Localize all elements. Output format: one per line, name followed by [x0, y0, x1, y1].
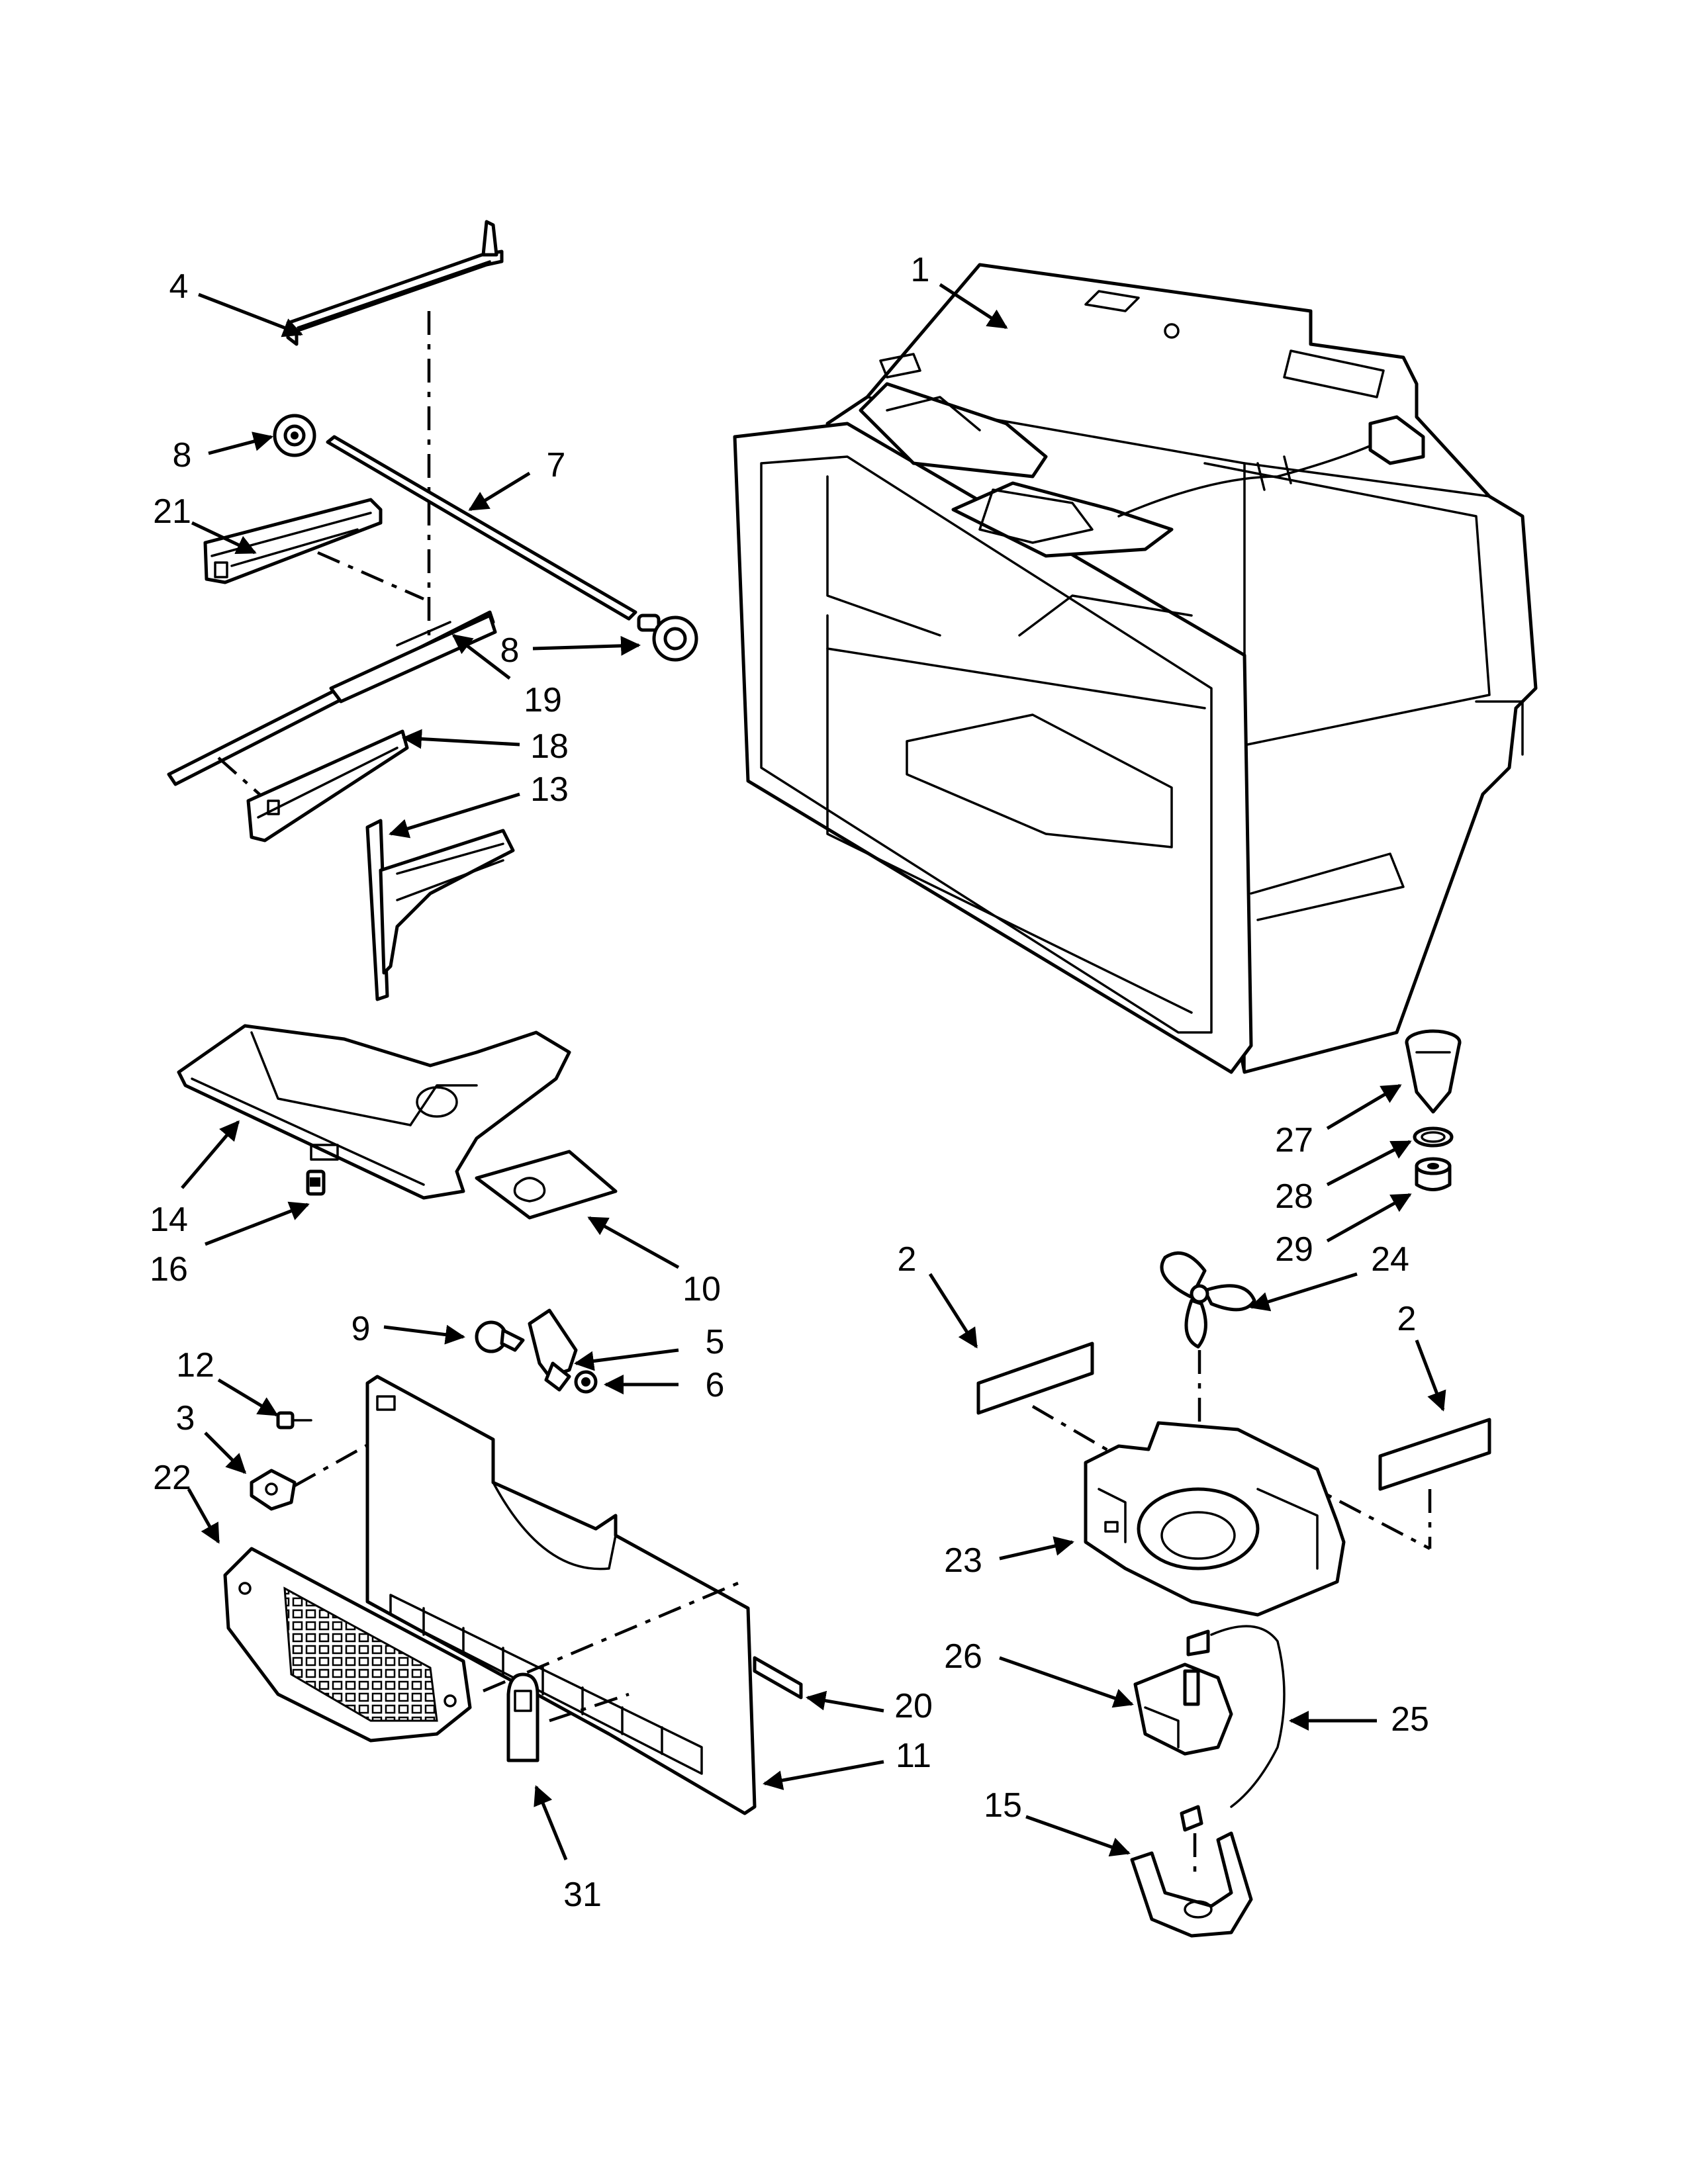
callout-6: 6 [706, 1366, 725, 1404]
part-8-gear-upper [273, 414, 316, 457]
callout-13: 13 [530, 770, 569, 809]
leader-7 [468, 471, 531, 512]
callout-5: 5 [706, 1323, 725, 1361]
leader-9 [383, 1324, 465, 1345]
callout-28: 28 [1275, 1177, 1313, 1216]
callout-7: 7 [547, 446, 566, 484]
callout-31: 31 [563, 1876, 602, 1914]
part-25-wire-harness [1180, 1625, 1286, 1832]
callout-26: 26 [944, 1637, 982, 1676]
callout-3: 3 [176, 1399, 195, 1437]
callout-16: 16 [150, 1250, 188, 1289]
leader-22 [187, 1488, 220, 1544]
callout-21: 21 [153, 492, 191, 531]
leader-23 [999, 1536, 1074, 1561]
part-15-motor-bracket [1130, 1831, 1253, 1938]
leader-2a [928, 1273, 978, 1349]
part-20-strip [753, 1656, 803, 1700]
part-2-pad-right [1296, 1418, 1491, 1550]
part-3-bracket [250, 1438, 379, 1511]
leader-31 [534, 1785, 568, 1860]
part-26-fan-motor [1133, 1629, 1233, 1756]
leader-20 [806, 1690, 884, 1713]
part-5-socket [528, 1308, 578, 1392]
leader-1 [939, 283, 1008, 330]
leader-12 [217, 1378, 279, 1417]
callout-29: 29 [1275, 1230, 1313, 1269]
callout-2-right: 2 [1397, 1300, 1417, 1338]
leader-14 [181, 1120, 240, 1189]
leader-2b [1415, 1340, 1446, 1412]
part-7-shaft [326, 435, 637, 621]
callout-27: 27 [1275, 1121, 1313, 1160]
leader-24 [1249, 1272, 1358, 1312]
part-2-pad-left [976, 1342, 1113, 1454]
leader-13 [389, 792, 520, 839]
part-1-freezer-liner [733, 263, 1538, 1074]
leader-28 [1326, 1140, 1412, 1187]
callout-11: 11 [896, 1737, 931, 1775]
part-13-side-bracket [365, 819, 515, 1001]
leader-27 [1326, 1083, 1402, 1130]
leader-10 [587, 1216, 680, 1269]
part-27-drain-trough [1405, 1029, 1462, 1114]
leader-18 [402, 729, 520, 749]
callout-1: 1 [911, 251, 930, 289]
part-14-drawer-tray [177, 1024, 571, 1200]
part-28-o-ring [1413, 1126, 1454, 1148]
leader-lines [181, 283, 1446, 1860]
part-12-screw [276, 1411, 312, 1430]
callout-18: 18 [530, 727, 569, 766]
part-9-light-bulb [475, 1320, 525, 1353]
callout-10: 10 [682, 1270, 721, 1308]
callout-24: 24 [1371, 1240, 1409, 1279]
part-10-label [475, 1150, 618, 1220]
callout-19: 19 [524, 681, 562, 719]
callout-8-upper: 8 [173, 436, 192, 475]
leader-16 [205, 1201, 310, 1246]
part-23-fan-housing [1084, 1421, 1346, 1617]
callout-23: 23 [944, 1541, 982, 1580]
leader-5 [574, 1348, 679, 1371]
leader-26 [999, 1656, 1134, 1708]
callout-14: 14 [150, 1201, 188, 1239]
callout-9: 9 [352, 1310, 371, 1348]
callout-15: 15 [984, 1786, 1022, 1825]
part-16-latch [306, 1169, 326, 1196]
leader-11 [763, 1760, 884, 1790]
leader-29 [1326, 1193, 1412, 1243]
callout-12: 12 [176, 1346, 214, 1385]
callout-20: 20 [894, 1687, 933, 1725]
callout-25: 25 [1391, 1700, 1429, 1739]
callout-8-lower: 8 [500, 631, 520, 670]
callout-4: 4 [169, 267, 189, 306]
callout-22: 22 [153, 1459, 191, 1497]
callout-labels: 1 2 2 3 4 5 6 7 8 8 9 10 11 12 13 14 15 … [150, 251, 1429, 1914]
leader-8a [208, 432, 273, 455]
callout-2-left: 2 [898, 1240, 917, 1279]
part-31-clip [506, 1672, 539, 1762]
part-18-slide [246, 729, 409, 842]
leader-3 [204, 1432, 247, 1475]
part-29-drain-plug [1415, 1157, 1452, 1191]
part-6-cap [574, 1370, 598, 1394]
leader-8b [532, 635, 641, 656]
leader-19 [451, 634, 511, 680]
leader-15 [1025, 1815, 1131, 1857]
leader-4 [198, 293, 303, 338]
leader-21 [191, 521, 257, 555]
part-22-vent-grille [223, 1547, 472, 1743]
part-4-rail [286, 220, 504, 635]
part-11-rear-panel [365, 1375, 757, 1815]
part-8-gear-lower [637, 614, 698, 662]
part-21-slide-bracket [203, 498, 424, 601]
